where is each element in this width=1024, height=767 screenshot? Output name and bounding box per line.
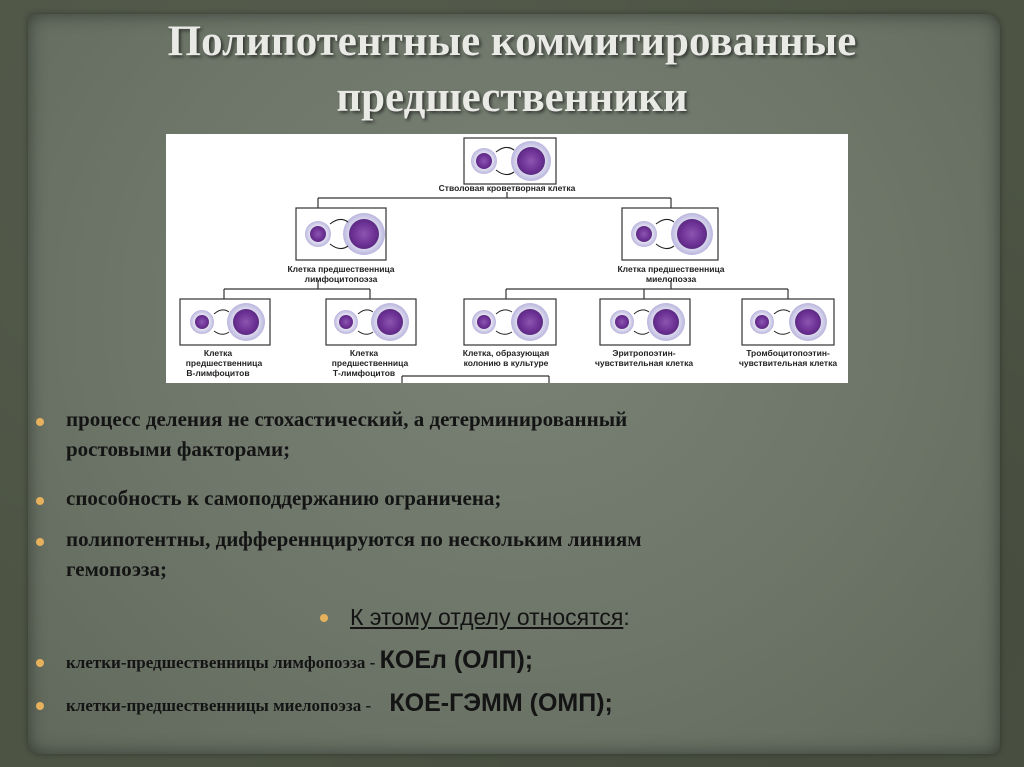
b-lymph-label-2: предшественница <box>186 358 263 368</box>
subheading-colon: : <box>623 604 630 630</box>
bullet-4-code: КОЕл (ОЛП); <box>379 646 534 674</box>
colony-label-2: колонию в культуре <box>464 358 549 368</box>
thrombo-label-1: Тромбоцитопоэтин- <box>746 348 830 358</box>
myeloid-label-1: Клетка предшественница <box>617 264 724 274</box>
bullet-5-code: КОЕ-ГЭММ (ОМП); <box>389 689 613 717</box>
bullet-3-line-1: полипотентны, дифференнцируются по неско… <box>66 527 642 551</box>
b-lymph-label-1: Клетка <box>204 348 233 358</box>
erythro-label-2: чувствительная клетка <box>595 358 693 368</box>
subheading-text: К этому отделу относятся <box>350 604 624 630</box>
b-lymph-label-3: В-лимфоцитов <box>186 368 249 378</box>
b-lymphocyte-progenitor-pair <box>179 298 271 346</box>
title-line-2: предшественники <box>336 74 688 121</box>
tree-connectors <box>223 192 789 383</box>
root-cell-pair <box>463 137 557 185</box>
t-lymph-label-2: предшественница <box>332 358 409 368</box>
myeloid-progenitor-pair <box>621 207 719 261</box>
colony-label-1: Клетка, образующая <box>463 348 549 358</box>
slide-title: Полипотентные коммитированные предшестве… <box>40 14 984 126</box>
bullet-dot <box>36 418 44 426</box>
bullet-dot <box>320 614 328 622</box>
myeloid-label-2: миелопоэза <box>646 274 697 284</box>
bullet-1-line-1: процесс деления не стохастический, а дет… <box>66 407 628 431</box>
bullet-dot <box>36 659 44 667</box>
bullet-1-line-2: ростовыми факторами; <box>66 437 291 461</box>
hematopoiesis-tree: Стволовая кроветворная клетка Клетка пре… <box>179 137 837 383</box>
root-cell-label: Стволовая кроветворная клетка <box>439 183 576 193</box>
bullet-5-text: клетки-предшественницы миелопоэза - <box>66 696 376 715</box>
thrombo-label-2: чувствительная клетка <box>739 358 837 368</box>
title-line-1: Полипотентные коммитированные <box>167 18 857 65</box>
bullet-2-text: способность к самоподдержанию ограничена… <box>66 486 502 510</box>
colony-forming-cell-pair <box>463 298 557 346</box>
thrombopoietin-sensitive-cell-pair <box>741 298 835 346</box>
t-lymphocyte-progenitor-pair <box>325 298 417 346</box>
erythropoietin-sensitive-cell-pair <box>599 298 691 346</box>
hematopoiesis-diagram: Стволовая кроветворная клетка Клетка пре… <box>166 134 848 383</box>
lymphoid-label-1: Клетка предшественница <box>287 264 394 274</box>
lymphoid-progenitor-pair <box>295 207 387 261</box>
bullet-3-line-2: гемопоэза; <box>66 557 167 581</box>
bullet-dot <box>36 497 44 505</box>
bullet-4-text: клетки-предшественницы лимфопоэза - <box>66 653 380 672</box>
t-lymph-label-1: Клетка <box>350 348 379 358</box>
bullet-dot <box>36 702 44 710</box>
lymphoid-label-2: лимфоцитопоэза <box>305 274 378 284</box>
bullet-dot <box>36 538 44 546</box>
t-lymph-label-3: Т-лимфоцитов <box>333 368 395 378</box>
erythro-label-1: Эритропоэтин- <box>612 348 675 358</box>
